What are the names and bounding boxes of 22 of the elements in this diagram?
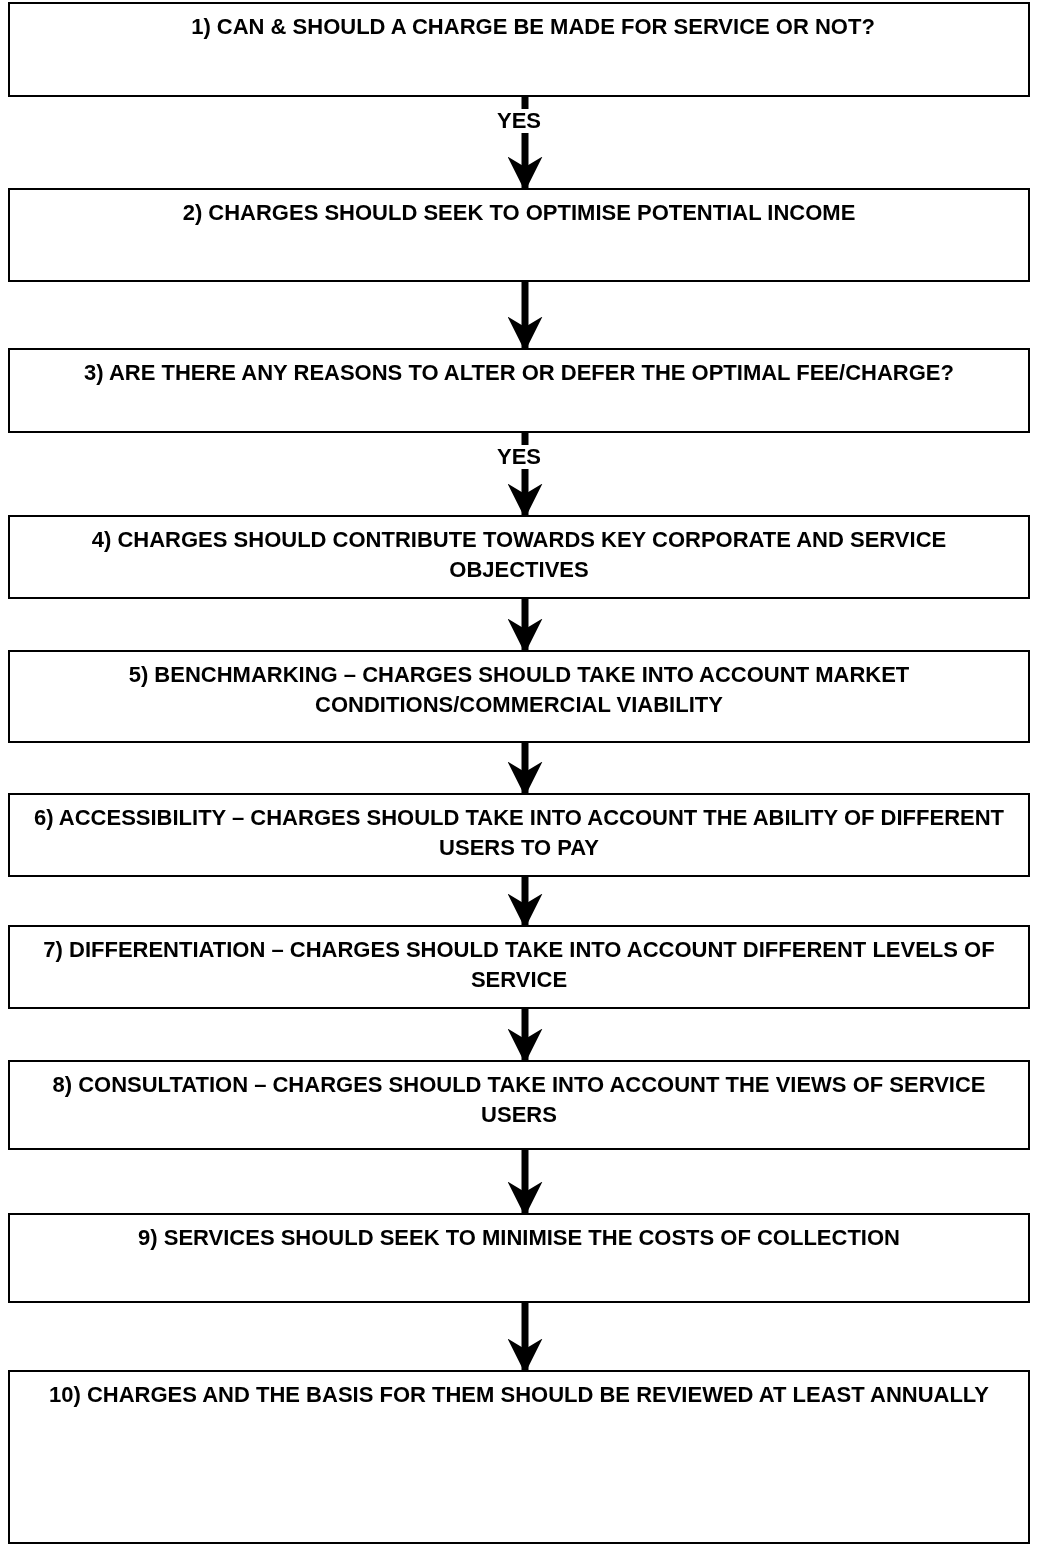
process-box [8,1213,1030,1303]
step-text: 2) CHARGES SHOULD SEEK TO OPTIMISE POTENTIAL INCOME [181,199,857,227]
step-text: 6) ACCESSIBILITY – CHARGES SHOULD TAKE INTO ACCOUNT THE ABILITY OF DIFFERENT USERS TO PAY [32,804,1006,862]
step-text: 5) BENCHMARKING – CHARGES SHOULD TAKE INTO ACCOUNT MARKET CONDITIONS/COMMERCIAL VIABILITY [127,661,911,719]
process-box [8,1370,1030,1544]
process-box [8,650,1030,743]
step-text: 10) CHARGES AND THE BASIS FOR THEM SHOULD BE REVIEWED AT LEAST ANNUALLY [48,1381,990,1409]
process-box [8,925,1030,1009]
edge-label: YES [495,109,543,133]
process-box [8,348,1030,433]
process-box [8,515,1030,599]
step-text: 8) CONSULTATION – CHARGES SHOULD TAKE INTO ACCOUNT THE VIEWS OF SERVICE USERS [51,1071,987,1129]
edge-label: YES [495,445,543,469]
step-text: 1) CAN & SHOULD A CHARGE BE MADE FOR SERVICE OR NOT? [190,13,876,41]
process-box [8,188,1030,282]
step-text: 7) DIFFERENTIATION – CHARGES SHOULD TAKE INTO ACCOUNT DIFFERENT LEVELS OF SERVICE [42,936,996,994]
step-text: 9) SERVICES SHOULD SEEK TO MINIMISE THE COSTS OF COLLECTION [137,1224,901,1252]
process-box [8,2,1030,97]
step-text: 3) ARE THERE ANY REASONS TO ALTER OR DEFER THE OPTIMAL FEE/CHARGE? [83,359,955,387]
process-box [8,793,1030,877]
process-box [8,1060,1030,1150]
step-text: 4) CHARGES SHOULD CONTRIBUTE TOWARDS KEY CORPORATE AND SERVICE OBJECTIVES [90,526,948,584]
